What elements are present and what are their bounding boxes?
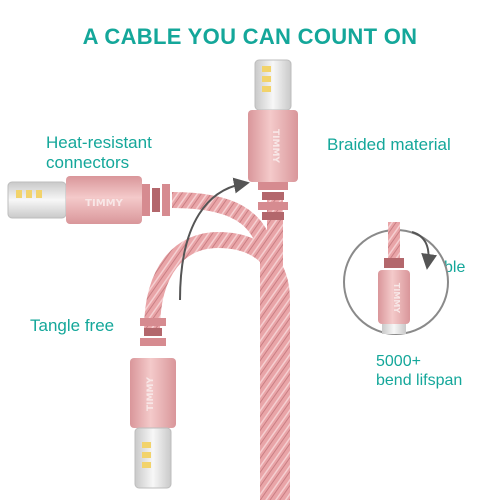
housing-bottom: [130, 358, 176, 428]
housing-left: [66, 176, 142, 224]
braided-material-label: Braided material: [327, 135, 451, 154]
durability-inset: TIMMY: [343, 222, 449, 335]
braided-cables: [144, 192, 290, 500]
plug-bottom: [134, 427, 172, 489]
connector-left: TIMMY: [7, 176, 170, 224]
bend-lifespan-line-1: 5000+: [376, 353, 421, 370]
heat-resistant-label: Heat-resistant connectors: [46, 133, 152, 173]
heat-resistant-line-1: Heat-resistant: [46, 133, 152, 152]
tangle-free-label: Tangle free: [30, 316, 115, 335]
brand-left: TIMMY: [85, 198, 123, 209]
brand-top: TIMMY: [270, 129, 280, 163]
plug-left: [7, 181, 67, 219]
bend-arrow-main: [179, 177, 250, 301]
heat-resistant-line-2: connectors: [46, 153, 130, 172]
inset-housing: [378, 270, 410, 324]
bend-lifespan-line-2: bend lifspan: [376, 372, 463, 389]
bend-lifespan-label: 5000+ bend lifspan: [376, 352, 462, 390]
brand-inset: TIMMY: [392, 283, 401, 313]
plug-top: [254, 59, 292, 111]
connector-bottom: TIMMY: [130, 318, 176, 489]
brand-bottom: TIMMY: [146, 377, 156, 411]
bend-arrow-inset: [411, 231, 438, 270]
housing-top: [248, 110, 298, 182]
headline: A CABLE YOU CAN COUNT ON: [82, 24, 418, 49]
connector-top: TIMMY: [248, 59, 298, 220]
